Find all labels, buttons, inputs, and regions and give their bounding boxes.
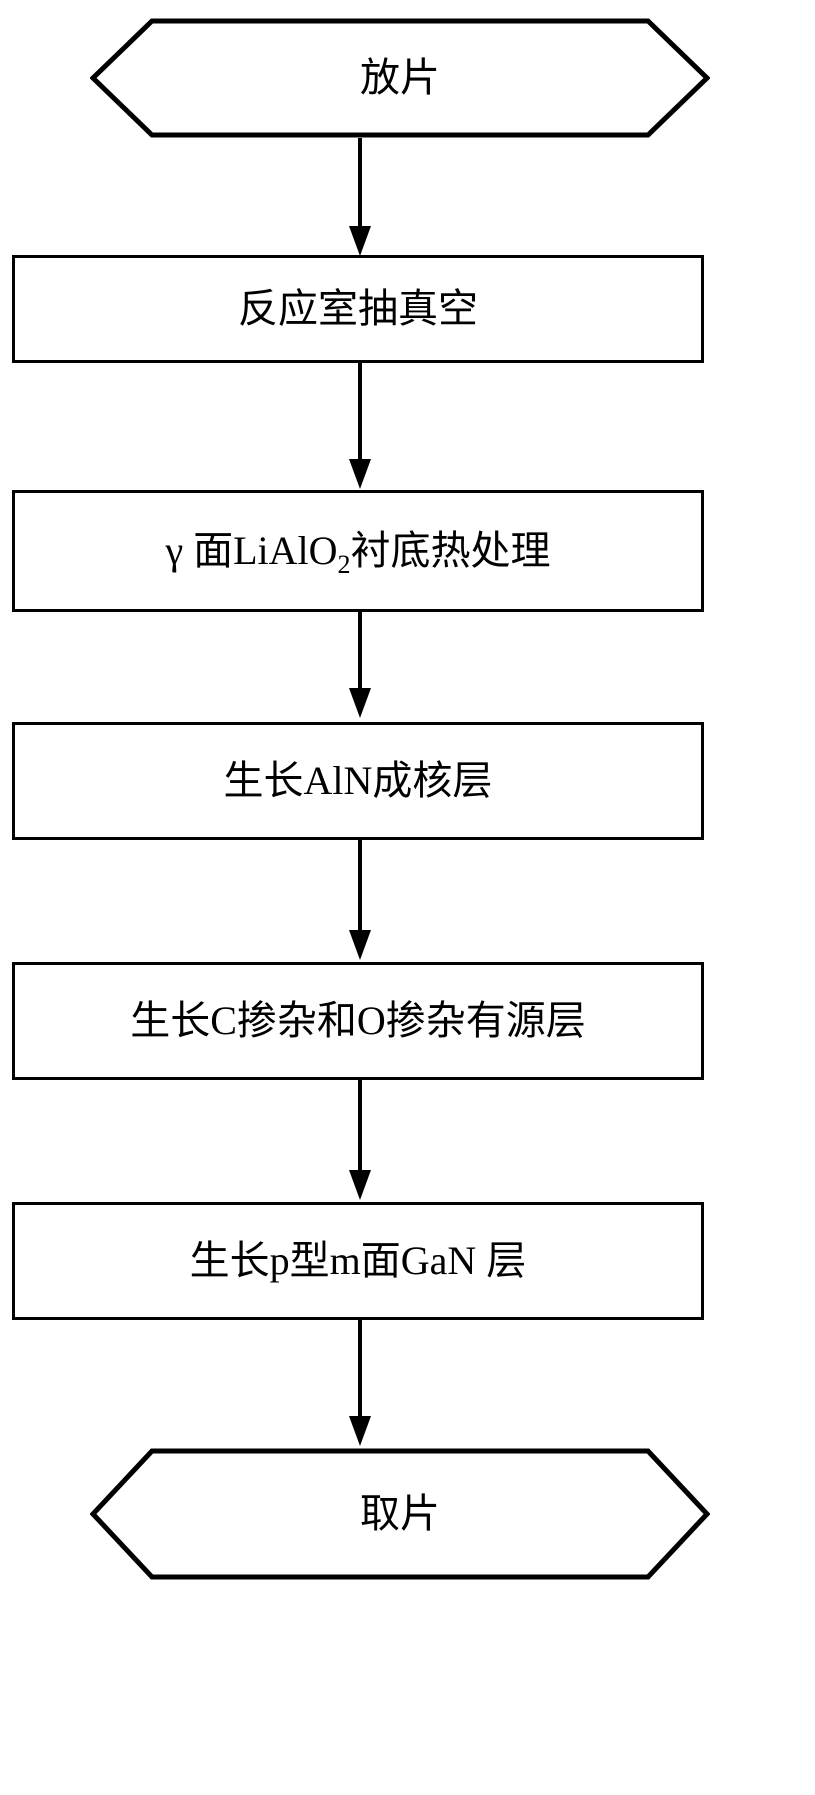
- arrow-down-icon: [349, 612, 371, 718]
- flow-node-label-suffix: 衬底热处理: [350, 528, 551, 573]
- flow-node-label: 生长p型m面GaN 层: [189, 1238, 527, 1283]
- flow-node-label: 放片: [360, 55, 440, 100]
- flow-node-aln-nucleation[interactable]: 生长AlN成核层: [12, 722, 704, 840]
- flow-node-label: 生长AlN成核层: [223, 758, 493, 803]
- flow-node-heat-treat[interactable]: γ 面LiAlO2衬底热处理: [12, 490, 704, 612]
- hexagon-shape: [90, 1448, 710, 1580]
- arrow-down-icon: [349, 363, 371, 489]
- connector-evacuate-to-heat-treat: [340, 363, 380, 491]
- flow-node-label: 生长C掺杂和O掺杂有源层: [130, 998, 586, 1043]
- connector-heat-treat-to-aln: [340, 612, 380, 720]
- flow-node-active-layer[interactable]: 生长C掺杂和O掺杂有源层: [12, 962, 704, 1080]
- flow-node-label: 取片: [360, 1491, 440, 1536]
- flow-node-end[interactable]: 取片: [90, 1448, 710, 1580]
- arrow-down-icon: [349, 1080, 371, 1200]
- flow-node-label-subscript: 2: [337, 550, 351, 579]
- flow-node-label-prefix: γ 面LiAlO: [165, 528, 338, 573]
- connector-aln-to-active-layer: [340, 840, 380, 962]
- hexagon-shape: [90, 18, 710, 138]
- arrow-down-icon: [349, 840, 371, 960]
- connector-p-gan-to-end: [340, 1320, 380, 1448]
- flow-node-p-gan[interactable]: 生长p型m面GaN 层: [12, 1202, 704, 1320]
- flow-node-label: γ 面LiAlO2衬底热处理: [165, 528, 551, 578]
- flow-node-start[interactable]: 放片: [90, 18, 710, 138]
- arrow-down-icon: [349, 138, 371, 256]
- flow-node-label: 反应室抽真空: [238, 286, 478, 331]
- connector-start-to-evacuate: [340, 138, 380, 258]
- arrow-down-icon: [349, 1320, 371, 1446]
- connector-active-layer-to-p-gan: [340, 1080, 380, 1202]
- flow-node-evacuate[interactable]: 反应室抽真空: [12, 255, 704, 363]
